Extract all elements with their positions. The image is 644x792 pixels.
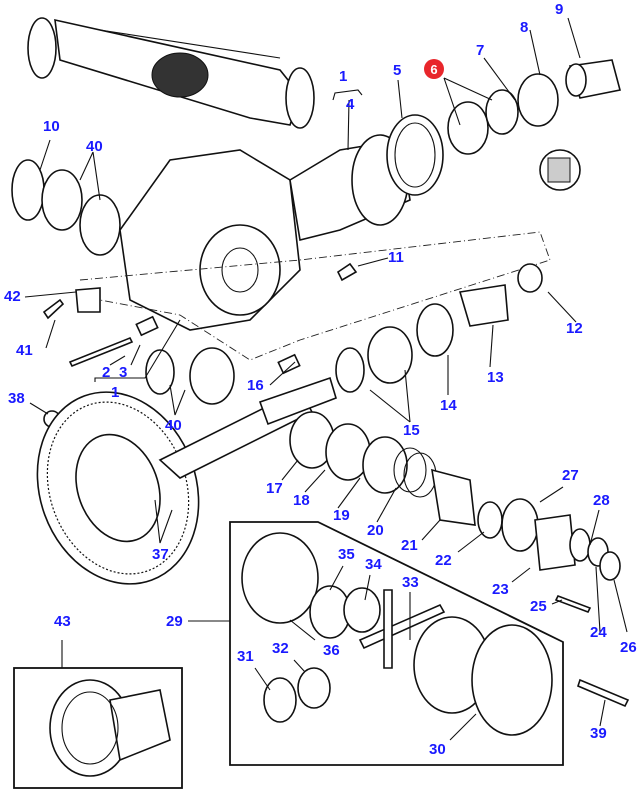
callout-9[interactable]: 9 bbox=[555, 1, 564, 18]
axle-overview-illustration bbox=[27, 17, 315, 129]
left-bearing-set bbox=[11, 159, 121, 256]
callout-21[interactable]: 21 bbox=[401, 537, 418, 554]
callout-39[interactable]: 39 bbox=[590, 725, 607, 742]
callout-7[interactable]: 7 bbox=[476, 42, 485, 59]
callout-12[interactable]: 12 bbox=[566, 320, 583, 337]
callout-6-highlighted[interactable]: 6 bbox=[424, 59, 444, 79]
callout-18[interactable]: 18 bbox=[293, 492, 310, 509]
callout-26[interactable]: 26 bbox=[620, 639, 637, 656]
callout-15[interactable]: 15 bbox=[403, 422, 420, 439]
callout-27[interactable]: 27 bbox=[562, 467, 579, 484]
callout-37[interactable]: 37 bbox=[152, 546, 169, 563]
callout-16[interactable]: 16 bbox=[247, 377, 264, 394]
differential-inset-frame bbox=[229, 521, 564, 766]
bracket-and-bolts bbox=[42, 262, 358, 375]
callout-4[interactable]: 4 bbox=[346, 96, 355, 113]
callout-10[interactable]: 10 bbox=[43, 118, 60, 135]
callout-11[interactable]: 11 bbox=[388, 249, 404, 266]
callout-13[interactable]: 13 bbox=[487, 369, 504, 386]
callout-24[interactable]: 24 bbox=[590, 624, 607, 641]
callout-23[interactable]: 23 bbox=[492, 581, 509, 598]
callout-41[interactable]: 41 bbox=[16, 342, 33, 359]
callout-29-differential-assembly[interactable]: 29 bbox=[166, 613, 183, 630]
callout-28[interactable]: 28 bbox=[593, 492, 610, 509]
callout-14[interactable]: 14 bbox=[440, 397, 457, 414]
pinion-bearing-stack-mid bbox=[43, 263, 543, 428]
callout-2[interactable]: 2 bbox=[102, 364, 111, 381]
callout-36[interactable]: 36 bbox=[323, 642, 340, 659]
callout-40-right[interactable]: 40 bbox=[165, 417, 182, 434]
callout-35[interactable]: 35 bbox=[338, 546, 355, 563]
callout-34[interactable]: 34 bbox=[365, 556, 382, 573]
callout-8[interactable]: 8 bbox=[520, 19, 529, 36]
callout-leader-lines bbox=[24, 17, 628, 741]
callout-32[interactable]: 32 bbox=[272, 640, 289, 657]
crown-wheel-and-pinion bbox=[36, 376, 337, 585]
callout-30[interactable]: 30 bbox=[429, 741, 446, 758]
callout-22[interactable]: 22 bbox=[435, 552, 452, 569]
callout-19[interactable]: 19 bbox=[333, 507, 350, 524]
callout-42[interactable]: 42 bbox=[4, 288, 21, 305]
differential-housing bbox=[119, 134, 411, 331]
callout-3[interactable]: 3 bbox=[119, 364, 128, 381]
callout-5[interactable]: 5 bbox=[393, 62, 402, 79]
differential-internal-parts bbox=[241, 532, 630, 736]
callout-31[interactable]: 31 bbox=[237, 648, 254, 665]
callout-1-bolt-set[interactable]: 1 bbox=[111, 384, 120, 401]
callout-25[interactable]: 25 bbox=[530, 598, 547, 615]
callout-1-housing-assembly[interactable]: 1 bbox=[339, 68, 348, 85]
callout-43-complete-differential[interactable]: 43 bbox=[54, 613, 71, 630]
assembled-differential-inset bbox=[13, 667, 183, 789]
shims-and-rings bbox=[289, 411, 621, 614]
callout-38[interactable]: 38 bbox=[8, 390, 25, 407]
pinion-bearing-stack-top bbox=[386, 59, 621, 196]
callout-17[interactable]: 17 bbox=[266, 480, 283, 497]
callout-20[interactable]: 20 bbox=[367, 522, 384, 539]
callout-33[interactable]: 33 bbox=[402, 574, 419, 591]
assembled-differential-illustration bbox=[49, 679, 171, 777]
callout-40-left[interactable]: 40 bbox=[86, 138, 103, 155]
